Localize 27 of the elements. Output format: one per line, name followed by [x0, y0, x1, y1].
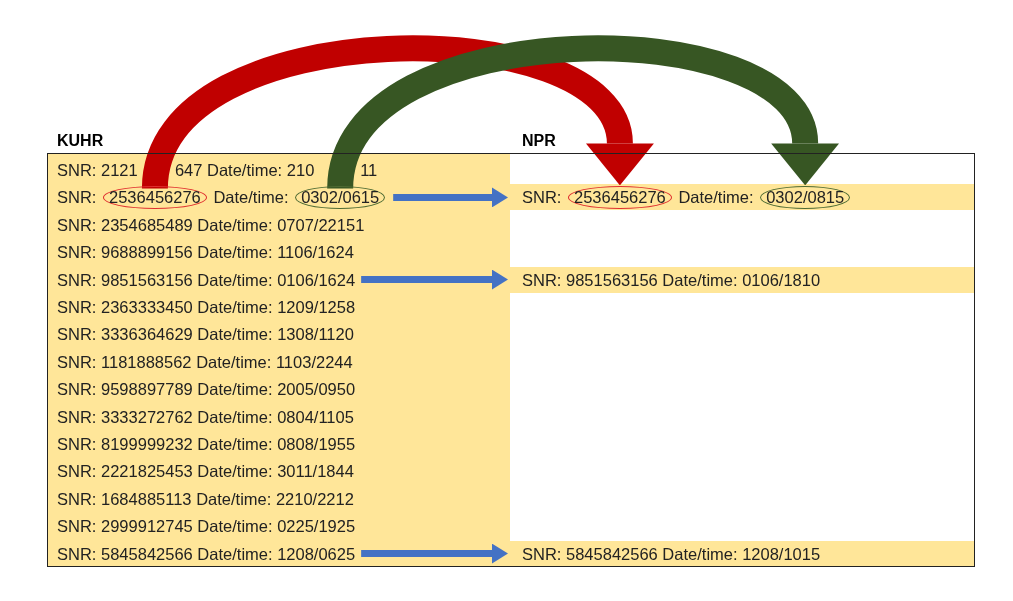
- highlighted-row: [510, 540, 975, 567]
- record-text: 647 Date/time: 210: [174, 160, 315, 181]
- field-label: Date/time:: [678, 188, 754, 207]
- record-text: SNR: 9851563156 Date/time: 0106/1810: [522, 270, 821, 289]
- column-heading: NPR: [522, 131, 556, 151]
- record-text: SNR: 5845842566 Date/time: 1208/0625: [57, 540, 356, 567]
- record-text: SNR: 3333272762 Date/time: 0804/1105: [57, 403, 354, 430]
- highlighted-row: [510, 184, 975, 211]
- record-text: SNR: 2363333450 Date/time: 1209/1258: [57, 294, 356, 320]
- highlighted-row: [510, 266, 975, 293]
- record-text: SNR: 9688899156 Date/time: 1106/1624: [57, 239, 354, 266]
- record-text: SNR: 9598897789 Date/time: 2005/0950: [57, 376, 356, 403]
- record-text: SNR: 2354685489 Date/time: 0707/22151: [57, 211, 365, 238]
- field-label: SNR:: [522, 188, 562, 207]
- field-label: Date/time:: [213, 188, 289, 207]
- record-text: 11: [360, 160, 378, 181]
- field-label: SNR:: [57, 188, 97, 207]
- record-text: SNR: 3336364629 Date/time: 1308/1120: [57, 321, 354, 348]
- record-text: SNR: 2221825453 Date/time: 3011/1844: [57, 458, 354, 485]
- record-text: SNR: 2121: [57, 160, 138, 181]
- record-text: SNR: 1684885113 Date/time: 2210/2212: [57, 485, 354, 512]
- record-text: SNR: 5845842566 Date/time: 1208/1015: [522, 544, 821, 563]
- record-text: SNR: 2999912745 Date/time: 0225/1925: [57, 513, 356, 540]
- column-heading: KUHR: [57, 131, 104, 151]
- record-text: SNR: 1181888562 Date/time: 1103/2244: [57, 348, 353, 375]
- record-text: SNR: 9851563156 Date/time: 0106/1624: [57, 266, 356, 293]
- record-text: SNR: 8199999232 Date/time: 0808/1955: [57, 431, 356, 457]
